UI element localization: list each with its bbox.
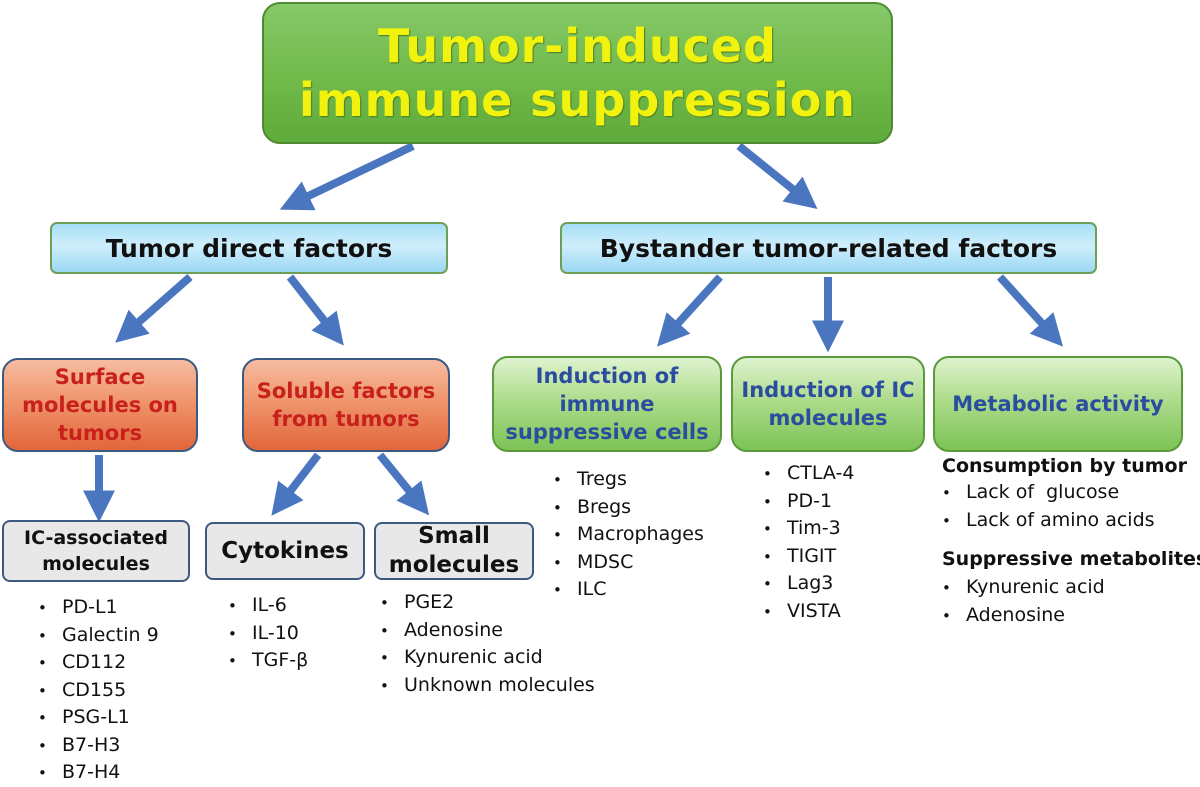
small-molecules-box: Small molecules	[374, 522, 534, 580]
arrow-soluble-to-small	[376, 452, 430, 516]
ic-associated-box: IC-associated molecules	[2, 520, 190, 582]
list-item: Unknown molecules	[380, 672, 595, 700]
surface-molecules-label: Surface molecules on tumors	[22, 365, 178, 445]
ic-molecules-box: Induction of IC molecules	[731, 356, 925, 452]
list-item: IL-6	[228, 592, 308, 620]
list-item: Lack of amino acids	[942, 507, 1155, 535]
list-item: Lack of glucose	[942, 479, 1155, 507]
list-item: TIGIT	[763, 543, 854, 571]
list-item: PD-1	[763, 488, 854, 516]
list-item: Kynurenic acid	[942, 574, 1105, 602]
tumor-direct-factors-box: Tumor direct factors	[50, 222, 448, 274]
metabolites-heading: Suppressive metabolites	[942, 548, 1200, 570]
arrow-title-to-bystander	[736, 142, 818, 210]
list-item: Lag3	[763, 570, 854, 598]
ic-molecules-list: CTLA-4 PD-1 Tim-3 TIGIT Lag3 VISTA	[763, 460, 854, 625]
cytokines-box: Cytokines	[205, 522, 365, 580]
list-item: Kynurenic acid	[380, 644, 595, 672]
small-molecules-label: Small molecules	[388, 523, 520, 578]
immune-cells-list: Tregs Bregs Macrophages MDSC ILC	[553, 466, 704, 604]
cytokines-list: IL-6 IL-10 TGF-β	[228, 592, 308, 675]
arrow-bystander-to-immune-cells	[656, 274, 723, 347]
list-item: B7-H4	[38, 759, 159, 787]
metabolic-activity-box: Metabolic activity	[933, 356, 1183, 452]
list-item: Galectin 9	[38, 622, 159, 650]
list-item: CTLA-4	[763, 460, 854, 488]
ic-molecules-label: Induction of IC molecules	[741, 378, 915, 430]
list-item: Adenosine	[942, 602, 1105, 630]
list-item: Bregs	[553, 494, 704, 522]
surface-molecules-box: Surface molecules on tumors	[2, 358, 198, 452]
consumption-heading: Consumption by tumor	[942, 455, 1187, 477]
list-item: IL-10	[228, 620, 308, 648]
main-title: Tumor-induced immune suppression	[298, 19, 857, 127]
list-item: ILC	[553, 576, 704, 604]
tumor-direct-factors-label: Tumor direct factors	[105, 233, 393, 263]
cytokines-label: Cytokines	[221, 538, 349, 564]
list-item: Tim-3	[763, 515, 854, 543]
list-item: TGF-β	[228, 647, 308, 675]
arrow-direct-to-soluble	[286, 274, 344, 346]
bystander-factors-label: Bystander tumor-related factors	[599, 233, 1058, 263]
list-item: PD-L1	[38, 594, 159, 622]
immune-suppressive-cells-box: Induction of immune suppressive cells	[492, 356, 722, 452]
arrow-direct-to-surface	[115, 273, 193, 343]
soluble-factors-label: Soluble factors from tumors	[256, 379, 436, 431]
arrow-title-to-direct	[279, 142, 415, 211]
list-item: PGE2	[380, 589, 595, 617]
metabolites-list: Kynurenic acid Adenosine	[942, 574, 1105, 629]
list-item: Macrophages	[553, 521, 704, 549]
small-molecules-list: PGE2 Adenosine Kynurenic acid Unknown mo…	[380, 589, 595, 699]
list-item: Adenosine	[380, 617, 595, 645]
list-item: CD112	[38, 649, 159, 677]
consumption-list: Lack of glucose Lack of amino acids	[942, 479, 1155, 534]
list-item: B7-H3	[38, 732, 159, 760]
soluble-factors-box: Soluble factors from tumors	[242, 358, 450, 452]
main-title-box: Tumor-induced immune suppression	[262, 2, 893, 144]
immune-suppressive-cells-label: Induction of immune suppressive cells	[505, 364, 709, 444]
list-item: CD155	[38, 677, 159, 705]
ic-associated-label: IC-associated molecules	[24, 527, 168, 575]
metabolic-activity-label: Metabolic activity	[952, 392, 1164, 416]
list-item: VISTA	[763, 598, 854, 626]
ic-associated-list: PD-L1 Galectin 9 CD112 CD155 PSG-L1 B7-H…	[38, 594, 159, 787]
list-item: MDSC	[553, 549, 704, 577]
list-item: Tregs	[553, 466, 704, 494]
arrow-bystander-to-metabolic	[997, 274, 1064, 347]
bystander-factors-box: Bystander tumor-related factors	[560, 222, 1097, 274]
arrow-soluble-to-cytokines	[271, 452, 322, 516]
list-item: PSG-L1	[38, 704, 159, 732]
